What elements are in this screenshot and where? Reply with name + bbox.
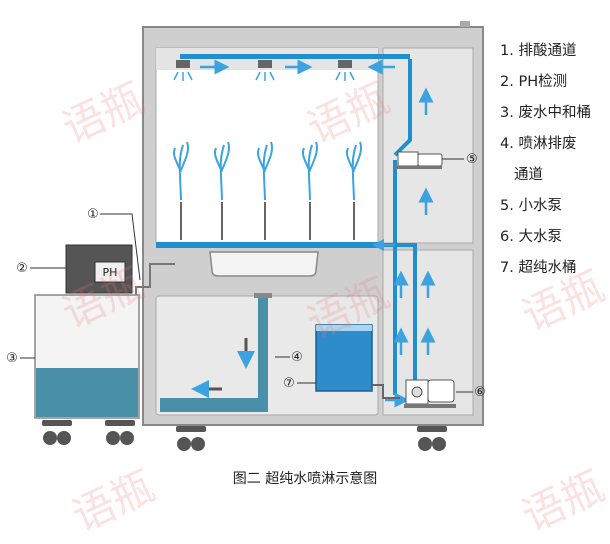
- return-pipe-upper: [393, 59, 412, 157]
- ultrapure-tank: [315, 324, 373, 392]
- small-pump: [396, 151, 443, 169]
- fountain-jets: [172, 141, 363, 201]
- acid-exhaust-line: [135, 263, 175, 300]
- top-spray-pipe: [180, 54, 410, 59]
- diagram-svg: PH ① ② ③ ④ ⑦ ⑤ ⑥: [6, 21, 486, 451]
- legend-item-1: 1. 排酸通道: [500, 43, 577, 59]
- ph-label: PH: [103, 266, 118, 279]
- callout-2: ②: [16, 261, 28, 276]
- drain-cap: [254, 293, 272, 298]
- legend-item-7: 7. 超纯水桶: [500, 260, 577, 276]
- spray-plate: [156, 242, 378, 248]
- ultrapure-tank-top: [316, 325, 372, 331]
- diagram-stage: PH ① ② ③ ④ ⑦ ⑤ ⑥: [6, 21, 486, 451]
- legend-item-4-cont: 通道: [514, 167, 543, 183]
- fountain-stems: [180, 202, 355, 240]
- nozzle-2: [255, 60, 275, 81]
- callout-7: ⑦: [283, 376, 295, 391]
- ph-display: [94, 261, 126, 283]
- neutralization-water: [36, 368, 138, 417]
- legend-item-3: 3. 废水中和桶: [500, 105, 591, 121]
- nozzle-3: [335, 60, 355, 81]
- legend-item-5: 5. 小水泵: [500, 198, 562, 214]
- callout-lines: [20, 158, 473, 393]
- legend: 1. 排酸通道 2. PH检测 3. 废水中和桶 4. 喷淋排废 通道 5. 小…: [500, 36, 610, 284]
- casters: [42, 420, 447, 451]
- callout-1: ①: [87, 207, 99, 222]
- spray-drain-channel: [160, 298, 268, 412]
- drain-basin: [209, 251, 319, 277]
- callout-5: ⑤: [466, 152, 478, 167]
- legend-item-4: 4. 喷淋排废: [500, 136, 577, 152]
- nozzle-1: [173, 60, 193, 81]
- right-column-upper: [382, 47, 474, 244]
- callout-4: ④: [291, 350, 303, 365]
- ultrapure-tank-outlet: [372, 384, 400, 399]
- callout-6: ⑥: [474, 385, 486, 400]
- legend-item-2: 2. PH检测: [500, 74, 568, 90]
- large-pump: [404, 379, 456, 408]
- cabinet-top-knob: [460, 21, 470, 27]
- legend-item-6: 6. 大水泵: [500, 229, 562, 245]
- callout-3: ③: [6, 351, 18, 366]
- figure-caption: 图二 超纯水喷淋示意图: [232, 471, 378, 487]
